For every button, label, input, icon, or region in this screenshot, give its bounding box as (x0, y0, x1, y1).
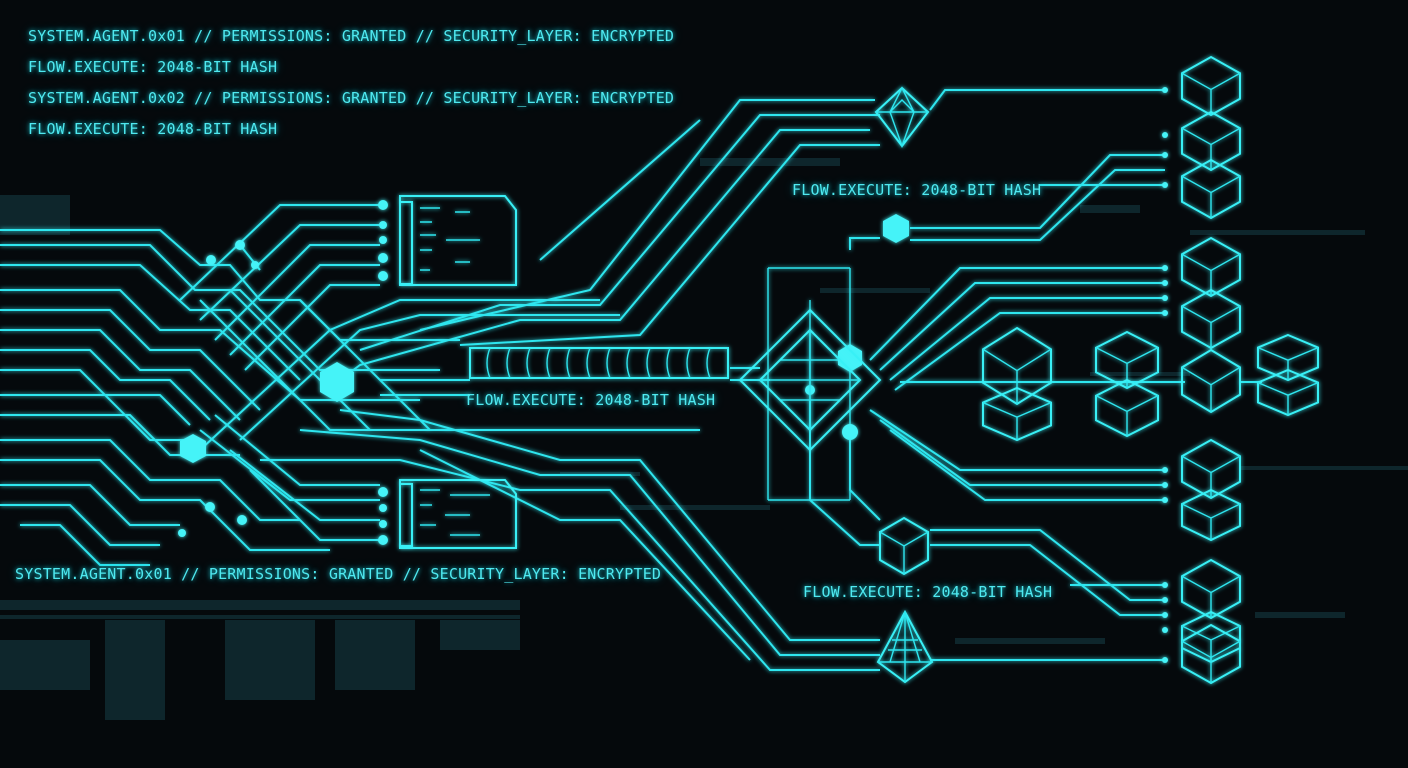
cube-edge (1181, 305, 1241, 348)
chip-module-icon (399, 195, 517, 549)
header-line-3: SYSTEM.AGENT.0x02 // PERMISSIONS: GRANTE… (28, 89, 675, 107)
cube-edge (1181, 366, 1241, 412)
cube-edge (1257, 346, 1319, 380)
cube-edge (1181, 175, 1241, 218)
label-center: FLOW.EXECUTE: 2048-BIT HASH (466, 391, 716, 409)
trace-endpoints (178, 87, 1168, 663)
cube-edge (1181, 253, 1241, 296)
cube-icon (879, 516, 929, 576)
trace-lines (0, 89, 1262, 671)
cube-edge (1181, 455, 1241, 498)
wireframe-crystal-icon (874, 86, 930, 149)
cube-edge (1257, 381, 1319, 415)
glitch-noise (0, 158, 1408, 720)
cube-edge (1095, 347, 1159, 388)
header-line-2: FLOW.EXECUTE: 2048-BIT HASH (28, 58, 278, 76)
cube-edge (1181, 625, 1241, 662)
cube-stack-icon (982, 55, 1319, 685)
cube-edge (982, 401, 1052, 440)
footer-line-1: SYSTEM.AGENT.0x01 // PERMISSIONS: GRANTE… (15, 565, 662, 583)
cube-edge (1181, 575, 1241, 618)
cube-edge (1181, 127, 1241, 170)
wireframe-pyramid-icon (876, 609, 934, 684)
cube-edge (1095, 395, 1159, 436)
cube-edge (1181, 72, 1241, 115)
label-upper-right: FLOW.EXECUTE: 2048-BIT HASH (792, 181, 1042, 199)
header-line-4: FLOW.EXECUTE: 2048-BIT HASH (28, 120, 278, 138)
cube-edge (1181, 640, 1241, 683)
diamond-hub-icon (738, 308, 882, 452)
label-lower-right: FLOW.EXECUTE: 2048-BIT HASH (803, 583, 1053, 601)
cube-edge (982, 348, 1052, 404)
hexagon-node-icon (180, 214, 909, 463)
header-line-1: SYSTEM.AGENT.0x01 // PERMISSIONS: GRANTE… (28, 27, 675, 45)
data-bus-cylinder (469, 347, 729, 379)
cube-edge (1181, 503, 1241, 540)
